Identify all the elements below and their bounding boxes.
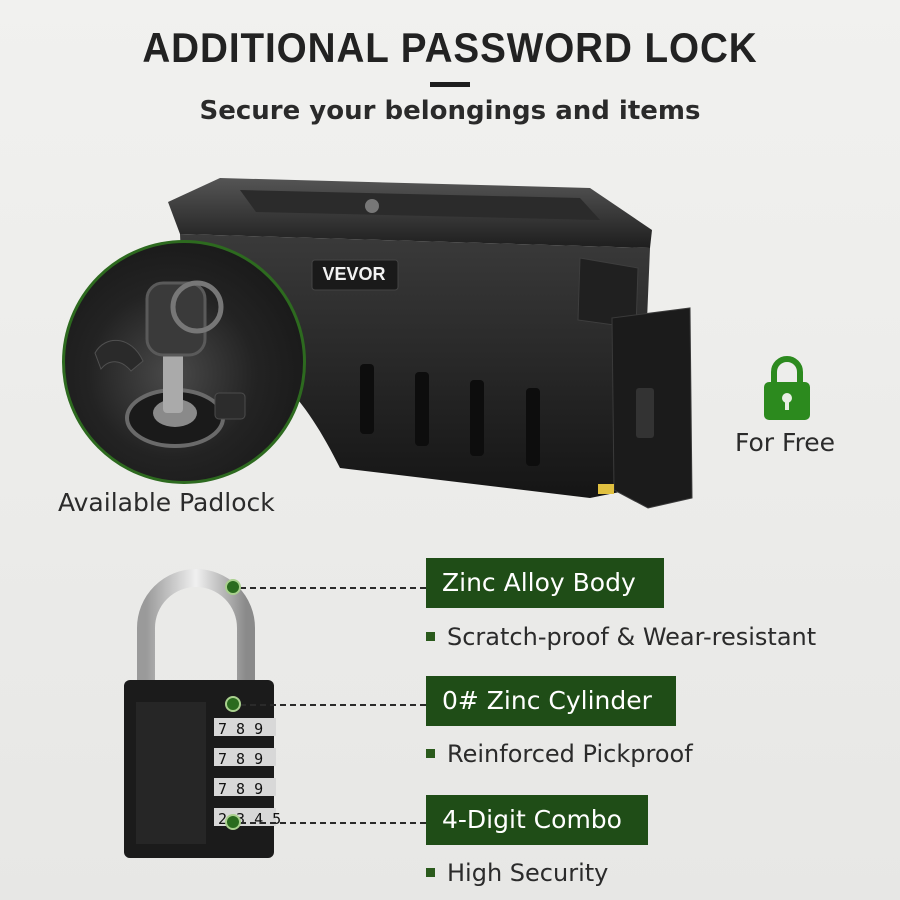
feature-detail: Scratch-proof & Wear-resistant	[426, 622, 816, 652]
dial-row: 7 8 9	[218, 750, 264, 768]
feature-detail: Reinforced Pickproof	[426, 739, 693, 769]
dial-row: 7 8 9	[218, 720, 264, 738]
padlock-icon	[764, 356, 810, 420]
key-illustration	[94, 280, 246, 448]
storage-box-image	[168, 178, 693, 509]
feature-detail-text: Scratch-proof & Wear-resistant	[447, 623, 817, 651]
free-caption: For Free	[735, 428, 836, 457]
feature-detail-text: High Security	[447, 859, 609, 887]
leader-line	[240, 587, 426, 589]
square-bullet-icon	[426, 631, 435, 641]
square-bullet-icon	[426, 748, 435, 758]
page-subtitle: Secure your belongings and items	[199, 96, 701, 126]
feature-detail-text: Reinforced Pickproof	[447, 740, 693, 768]
marker-dot	[225, 579, 241, 595]
square-bullet-icon	[426, 867, 435, 877]
feature-tag-zinc-cylinder: 0# Zinc Cylinder	[426, 676, 676, 726]
page-title: ADDITIONAL PASSWORD LOCK	[142, 24, 758, 71]
feature-detail: High Security	[426, 858, 608, 888]
feature-tag-zinc-alloy-body: Zinc Alloy Body	[426, 558, 664, 608]
leader-line	[240, 822, 426, 824]
combination-padlock-image	[124, 569, 276, 858]
dial-row: 7 8 9	[218, 780, 264, 798]
leader-line	[240, 704, 426, 706]
key-cylinder-closeup	[62, 240, 306, 484]
title-divider	[430, 82, 470, 87]
padlock-caption: Available Padlock	[58, 488, 275, 517]
marker-dot	[225, 696, 241, 712]
feature-tag-4-digit-combo: 4-Digit Combo	[426, 795, 648, 845]
marker-dot	[225, 814, 241, 830]
brand-logo: VEVOR	[322, 264, 386, 284]
